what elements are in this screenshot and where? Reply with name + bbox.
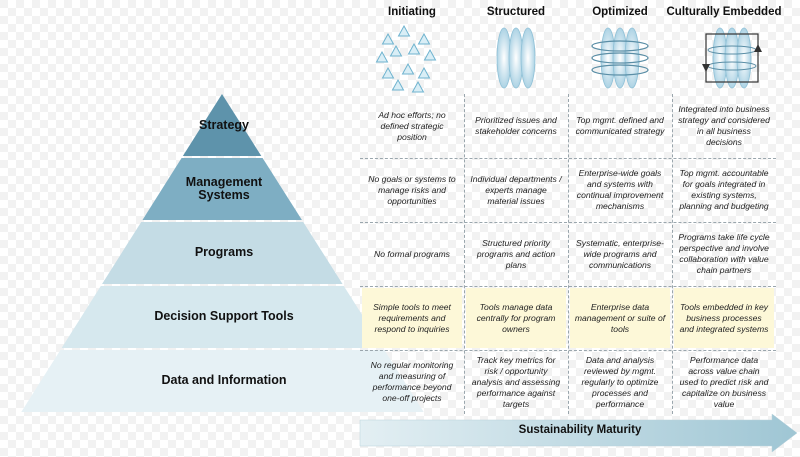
stage-header-4: Culturally Embedded <box>666 6 782 18</box>
cell-5-3: Data and analysis reviewed by mgmt. regu… <box>570 352 670 412</box>
cell-text: Integrated into business strategy and co… <box>678 104 770 147</box>
column-divider <box>672 94 673 414</box>
pyramid-label-2: Management Systems <box>185 175 263 202</box>
ovals-ringed-icon <box>591 27 649 89</box>
cell-text: Performance data across value chain used… <box>679 354 769 409</box>
cell-4-2: Tools manage data centrally for program … <box>466 288 566 348</box>
pyramid-level-4 <box>61 286 384 348</box>
pyramid <box>21 94 424 412</box>
cell-text: Top mgmt. defined and communicated strat… <box>575 115 665 136</box>
cell-text: No formal programs <box>374 248 450 259</box>
cell-text: Individual departments / experts manage … <box>470 173 562 206</box>
cell-2-3: Enterprise-wide goals and systems with c… <box>570 160 670 220</box>
pyramid-level-5 <box>21 350 424 412</box>
pyramid-level-3 <box>102 222 343 284</box>
cell-text: Data and analysis reviewed by mgmt. regu… <box>581 354 659 409</box>
row-divider <box>360 158 776 159</box>
pyramid-label-1: Strategy <box>198 118 250 132</box>
cell-text: Enterprise data management or suite of t… <box>574 301 666 334</box>
pyramid-label-4: Decision Support Tools <box>154 309 294 323</box>
pyramid-label-5: Data and Information <box>161 373 287 387</box>
cell-text: No goals or systems to manage risks and … <box>368 173 456 206</box>
cell-1-1: Ad hoc efforts; no defined strategic pos… <box>362 96 462 156</box>
cell-1-2: Prioritized issues and stakeholder conce… <box>466 96 566 156</box>
cell-text: No regular monitoring and measuring of p… <box>370 360 454 403</box>
cell-text: Top mgmt. accountable for goals integrat… <box>679 168 769 211</box>
maturity-arrow-label: Sustainability Maturity <box>518 424 642 436</box>
cell-4-3: Enterprise data management or suite of t… <box>570 288 670 348</box>
cell-3-2: Structured priority programs and action … <box>466 224 566 284</box>
cell-text: Track key metrics for risk / opportunity… <box>471 354 561 409</box>
cell-text: Tools manage data centrally for program … <box>476 301 556 334</box>
cell-4-1: Simple tools to meet requirements and re… <box>362 288 462 348</box>
cell-text: Structured priority programs and action … <box>476 237 556 270</box>
triangles-icon <box>375 24 437 93</box>
stage-header-2: Structured <box>486 6 546 18</box>
stage-icons <box>375 24 762 93</box>
ovals-icon <box>496 27 536 89</box>
cell-1-3: Top mgmt. defined and communicated strat… <box>570 96 670 156</box>
ovals-cycle-icon <box>702 27 762 89</box>
cell-5-1: No regular monitoring and measuring of p… <box>362 352 462 412</box>
maturity-arrow <box>359 413 798 453</box>
row-divider <box>360 222 776 223</box>
cell-text: Tools embedded in key business processes… <box>679 301 769 334</box>
cell-4-4: Tools embedded in key business processes… <box>674 288 774 348</box>
row-divider <box>360 350 776 351</box>
cell-text: Enterprise-wide goals and systems with c… <box>576 168 664 211</box>
pyramid-level-1 <box>182 94 262 156</box>
cell-2-4: Top mgmt. accountable for goals integrat… <box>674 160 774 220</box>
pyramid-label-3: Programs <box>194 245 254 259</box>
stage-header-1: Initiating <box>388 6 436 18</box>
cell-text: Systematic, enterprise-wide programs and… <box>576 237 664 270</box>
cell-1-4: Integrated into business strategy and co… <box>674 96 774 156</box>
cell-3-3: Systematic, enterprise-wide programs and… <box>570 224 670 284</box>
cell-3-4: Programs take life cycle perspective and… <box>674 224 774 284</box>
cell-text: Prioritized issues and stakeholder conce… <box>475 115 557 136</box>
cell-5-4: Performance data across value chain used… <box>674 352 774 412</box>
cell-text: Ad hoc efforts; no defined strategic pos… <box>378 109 446 142</box>
cell-text: Simple tools to meet requirements and re… <box>373 301 451 334</box>
cell-5-2: Track key metrics for risk / opportunity… <box>466 352 566 412</box>
cell-text: Programs take life cycle perspective and… <box>678 232 770 275</box>
cell-3-1: No formal programs <box>362 224 462 284</box>
row-divider <box>360 286 776 287</box>
cell-2-1: No goals or systems to manage risks and … <box>362 160 462 220</box>
stage-header-3: Optimized <box>592 6 648 18</box>
column-divider <box>568 94 569 414</box>
column-divider <box>464 94 465 414</box>
cell-2-2: Individual departments / experts manage … <box>466 160 566 220</box>
pyramid-level-2 <box>142 158 302 220</box>
